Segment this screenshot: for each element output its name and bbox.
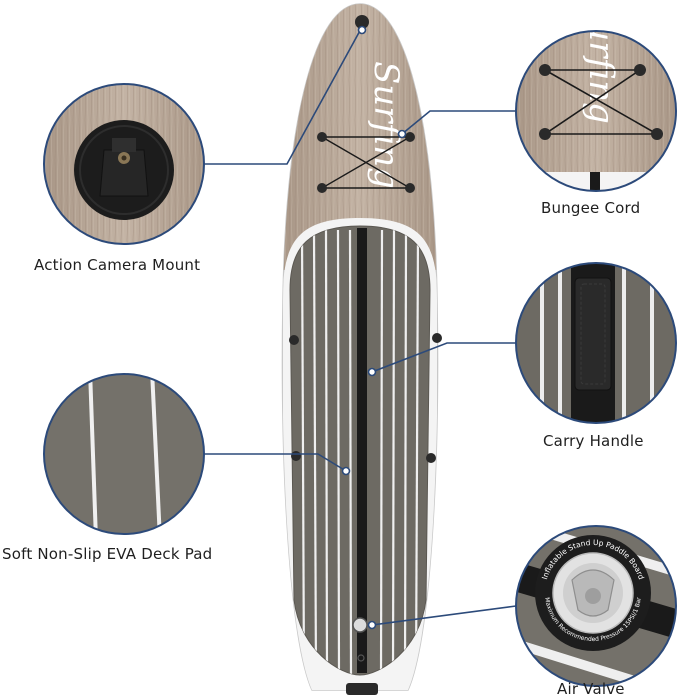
svg-text:Surfing: Surfing bbox=[581, 0, 621, 124]
leader-lines bbox=[204, 26, 517, 626]
callout-deck bbox=[43, 373, 205, 535]
carry-handle-icon bbox=[574, 277, 612, 391]
label-bungee-cord: Bungee Cord bbox=[541, 199, 641, 217]
paddle-board: Surfing bbox=[281, 3, 442, 695]
deck-pad bbox=[289, 225, 431, 676]
label-action-camera-mount: Action Camera Mount bbox=[34, 256, 201, 274]
callout-camera bbox=[43, 83, 205, 245]
bungee-cord-icon bbox=[539, 64, 663, 140]
leader-deck bbox=[204, 453, 347, 472]
label-air-valve: Air Valve bbox=[557, 680, 625, 698]
bungee-cord-board bbox=[317, 132, 415, 193]
air-valve-dot bbox=[352, 617, 368, 633]
leader-carry bbox=[371, 342, 516, 373]
brand-logo: Surfing bbox=[366, 61, 406, 189]
deck-pad-icon bbox=[44, 374, 204, 534]
leader-camera bbox=[204, 26, 363, 165]
callout-valve: Inflatable Stand Up Paddle Board Maximum… bbox=[515, 525, 677, 687]
leader-valve bbox=[371, 605, 517, 626]
tail-handle bbox=[346, 683, 378, 695]
callout-bungee: Surfing bbox=[515, 0, 677, 192]
center-stripe bbox=[357, 228, 367, 673]
label-deck-pad: Soft Non-Slip EVA Deck Pad bbox=[2, 545, 213, 563]
camera-mount-dot bbox=[355, 15, 369, 29]
label-carry-handle: Carry Handle bbox=[543, 432, 644, 450]
air-valve-icon: Inflatable Stand Up Paddle Board Maximum… bbox=[535, 535, 651, 651]
callout-carry bbox=[515, 262, 677, 424]
camera-mount-icon bbox=[74, 120, 174, 220]
leader-bungee bbox=[401, 110, 516, 135]
